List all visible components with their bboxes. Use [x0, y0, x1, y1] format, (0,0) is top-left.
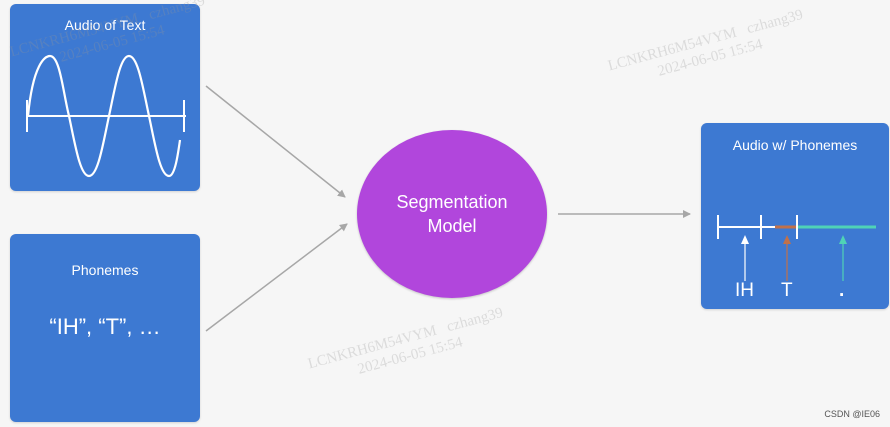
segment-timeline [717, 215, 876, 281]
waveform-icon [26, 54, 186, 178]
audio-of-text-title: Audio of Text [64, 17, 146, 33]
audio-with-phonemes-title: Audio w/ Phonemes [732, 137, 858, 153]
model-label-line1: Segmentation [396, 192, 508, 212]
phoneme-list: “IH”, “T”, … [49, 314, 161, 339]
audio-of-text-box: Audio of Text [10, 4, 200, 191]
arrow-phonemes-to-model [205, 223, 348, 332]
model-label: Segmentation Model [357, 190, 547, 238]
phonemes-box: Phonemes “IH”, “T”, … [10, 234, 200, 422]
segment-label-period: . [839, 280, 845, 301]
segmentation-model-node: Segmentation Model [357, 130, 547, 298]
segment-label-t: T [781, 280, 793, 301]
arrow-audio-to-model [205, 85, 346, 198]
segment-label-ih: IH [735, 280, 754, 301]
model-label-line2: Model [427, 216, 477, 236]
audio-with-phonemes-box: Audio w/ Phonemes IH T . [701, 123, 889, 309]
credit-text: CSDN @IE06 [824, 409, 880, 419]
phonemes-title: Phonemes [71, 262, 139, 278]
